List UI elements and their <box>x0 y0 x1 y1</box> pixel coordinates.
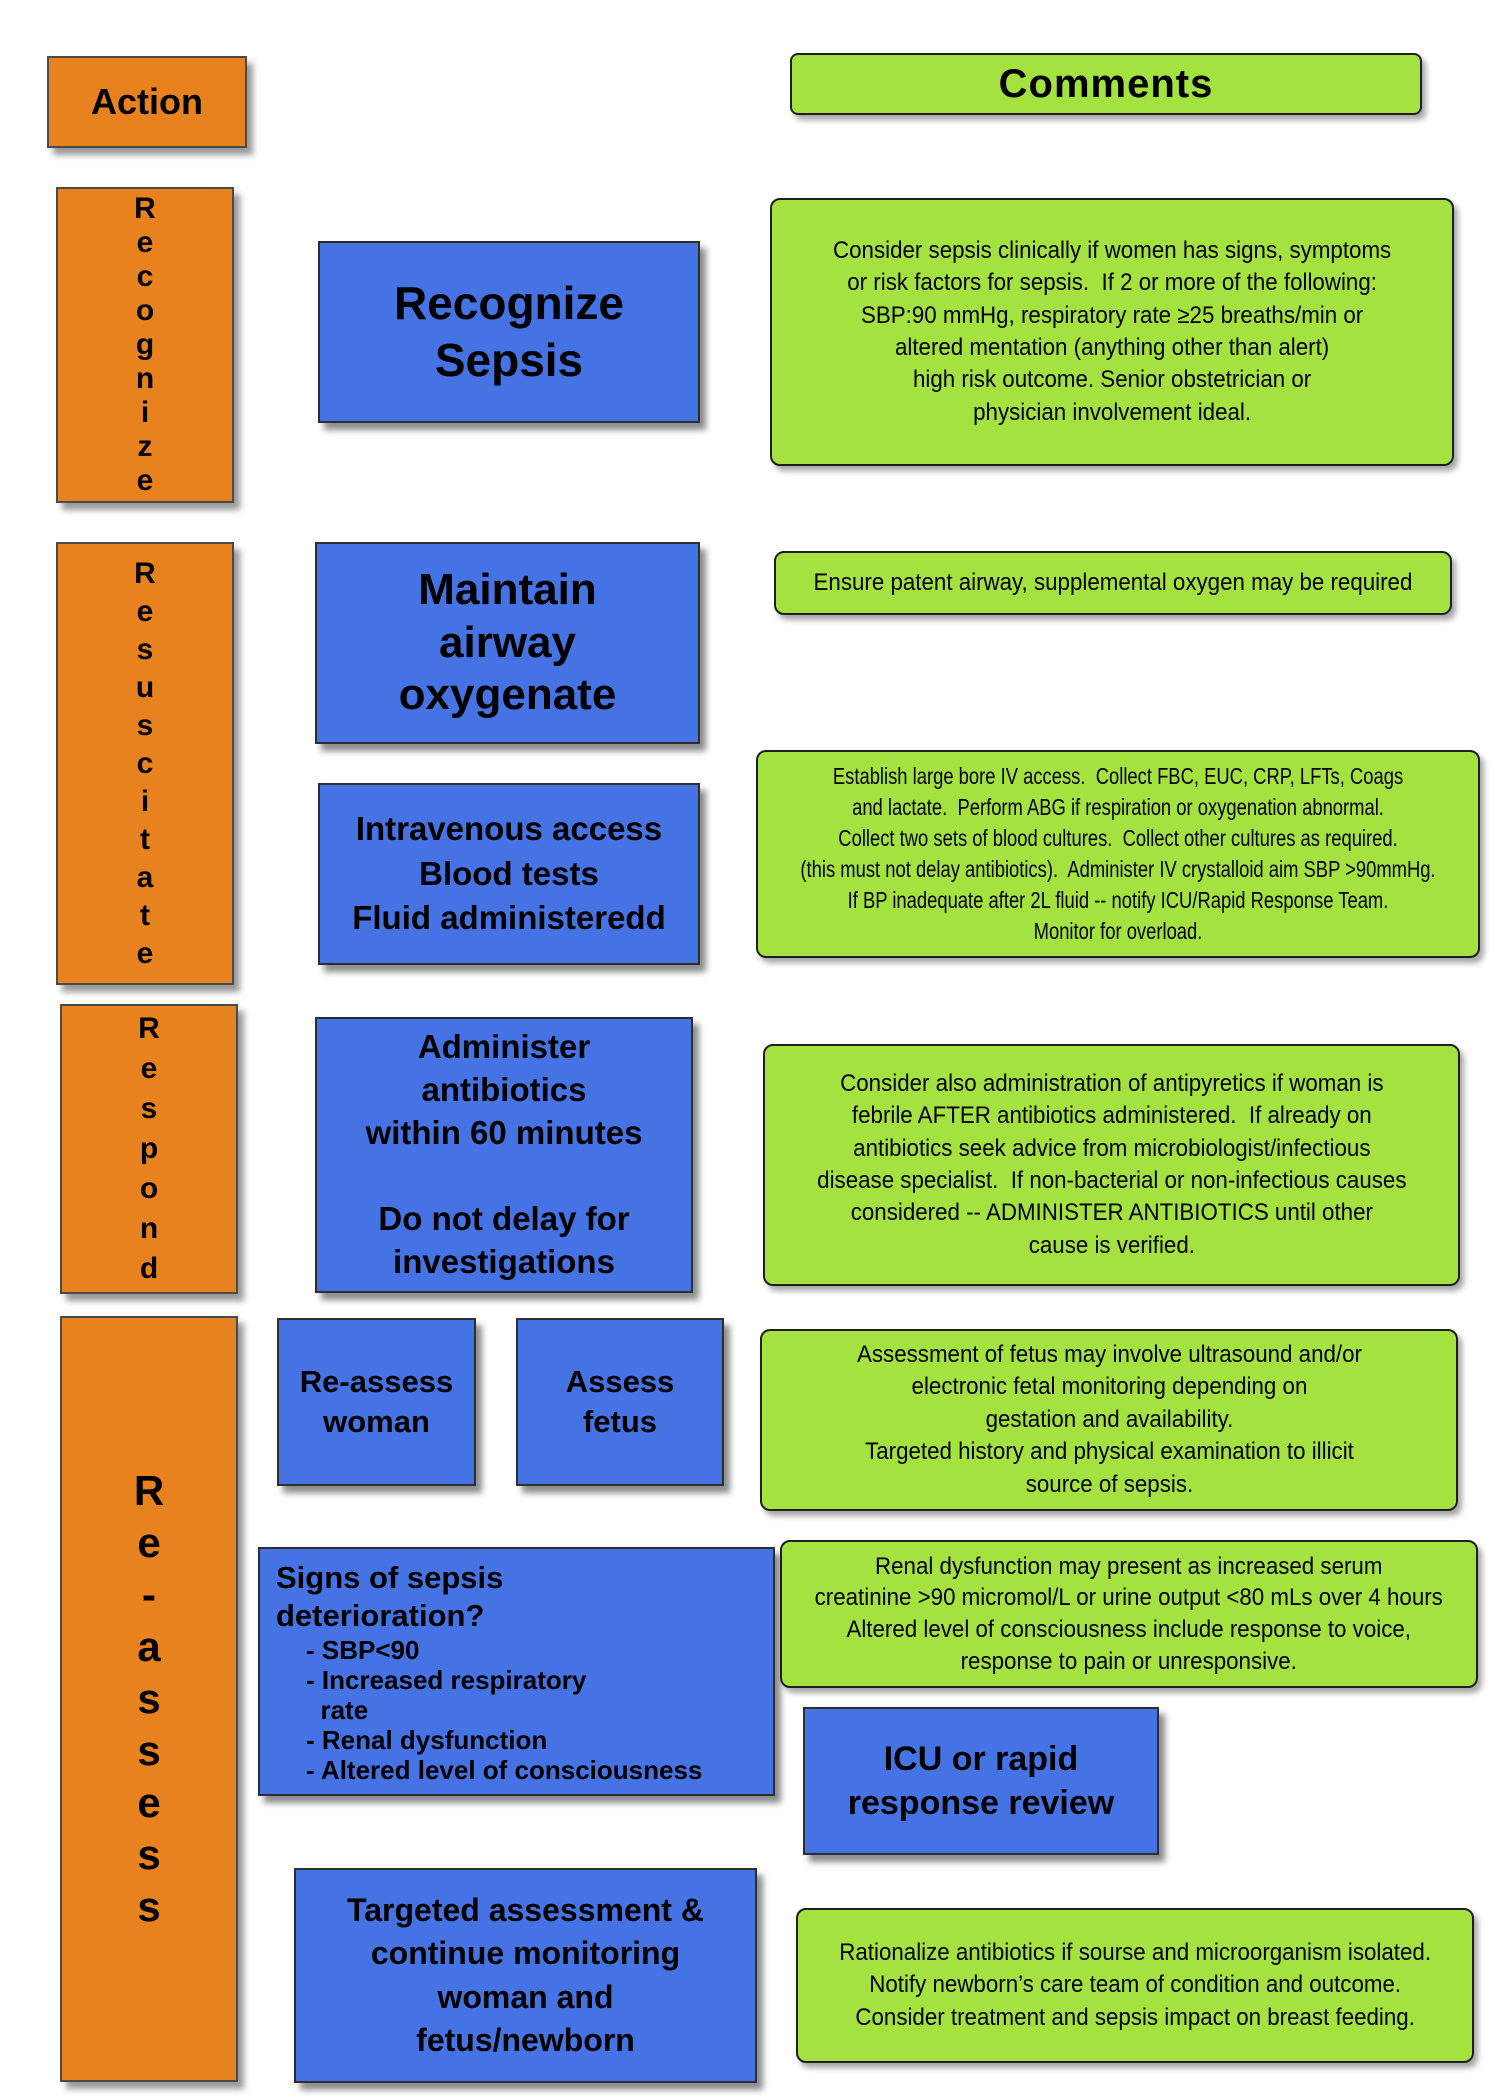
action-targeted-assessment: Targeted assessment & continue monitorin… <box>294 1868 757 2083</box>
action-iv-access: Intravenous access Blood tests Fluid adm… <box>318 783 700 965</box>
signs-title: Signs of sepsis deterioration? <box>276 1559 504 1633</box>
action-reassess-woman-label: Re-assess woman <box>299 1363 454 1439</box>
action-iv-access-label: Intravenous access Blood tests Fluid adm… <box>352 810 666 937</box>
comment-fetus-assessment: Assessment of fetus may involve ultrasou… <box>760 1329 1458 1511</box>
action-column-label: Action <box>91 81 203 122</box>
comment-airway-text: Ensure patent airway, supplemental oxyge… <box>813 568 1413 596</box>
signs-bullet-renal: - Renal dysfunction <box>306 1724 548 1755</box>
comment-renal-dysfunction-text: Renal dysfunction may present as increas… <box>814 1552 1444 1675</box>
comment-recognize-sepsis: Consider sepsis clinically if women has … <box>770 198 1454 466</box>
stage-recognize: R e c o g n i z e <box>56 187 234 503</box>
action-reassess-woman: Re-assess woman <box>277 1318 476 1486</box>
action-column-header: Action <box>47 56 247 148</box>
comment-antibiotics-text: Consider also administration of antipyre… <box>816 1069 1407 1259</box>
comment-airway: Ensure patent airway, supplemental oxyge… <box>774 551 1452 615</box>
stage-reassess-label: R e - a s s e s s <box>133 1467 165 1930</box>
comment-antibiotics: Consider also administration of antipyre… <box>763 1044 1460 1286</box>
stage-respond-label: R e s p o n d <box>138 1012 160 1285</box>
stage-resuscitate: R e s u s c i t a t e <box>56 542 234 985</box>
comment-iv-access-text: Establish large bore IV access. Collect … <box>800 762 1436 945</box>
action-administer-antibiotics: Administer antibiotics within 60 minutes… <box>315 1017 693 1293</box>
stage-respond: R e s p o n d <box>60 1004 238 1294</box>
action-maintain-airway: Maintain airway oxygenate <box>315 542 700 744</box>
comments-column-label: Comments <box>998 61 1214 106</box>
stage-recognize-label: R e c o g n i z e <box>134 192 156 497</box>
action-recognize-sepsis: Recognize Sepsis <box>318 241 700 423</box>
action-assess-fetus-label: Assess fetus <box>565 1363 675 1439</box>
comment-renal-dysfunction: Renal dysfunction may present as increas… <box>780 1540 1478 1688</box>
comment-iv-access: Establish large bore IV access. Collect … <box>756 750 1480 958</box>
action-maintain-airway-label: Maintain airway oxygenate <box>398 564 617 720</box>
stage-resuscitate-label: R e s u s c i t a t e <box>134 556 156 970</box>
comment-rationalize-antibiotics-text: Rationalize antibiotics if sourse and mi… <box>839 1938 1431 2031</box>
stage-reassess: R e - a s s e s s <box>60 1316 238 2082</box>
action-icu-review-label: ICU or rapid response review <box>847 1739 1115 1822</box>
action-assess-fetus: Assess fetus <box>516 1318 724 1486</box>
action-administer-antibiotics-label: Administer antibiotics within 60 minutes… <box>365 1028 643 1280</box>
comment-rationalize-antibiotics: Rationalize antibiotics if sourse and mi… <box>796 1908 1474 2063</box>
action-signs-of-deterioration: Signs of sepsis deterioration? - SBP<90 … <box>258 1547 775 1796</box>
comments-column-header: Comments <box>790 53 1422 115</box>
action-targeted-assessment-label: Targeted assessment & continue monitorin… <box>347 1892 704 2058</box>
signs-bullet-respiratory: - Increased respiratory rate <box>306 1664 587 1725</box>
action-recognize-sepsis-label: Recognize Sepsis <box>393 276 625 387</box>
comment-recognize-sepsis-text: Consider sepsis clinically if women has … <box>832 236 1392 426</box>
signs-bullet-sbp: - SBP<90 <box>306 1634 420 1665</box>
action-icu-review: ICU or rapid response review <box>803 1707 1159 1855</box>
comment-fetus-assessment-text: Assessment of fetus may involve ultrasou… <box>856 1341 1362 1498</box>
signs-bullet-consciousness: - Altered level of consciousness <box>306 1754 703 1785</box>
